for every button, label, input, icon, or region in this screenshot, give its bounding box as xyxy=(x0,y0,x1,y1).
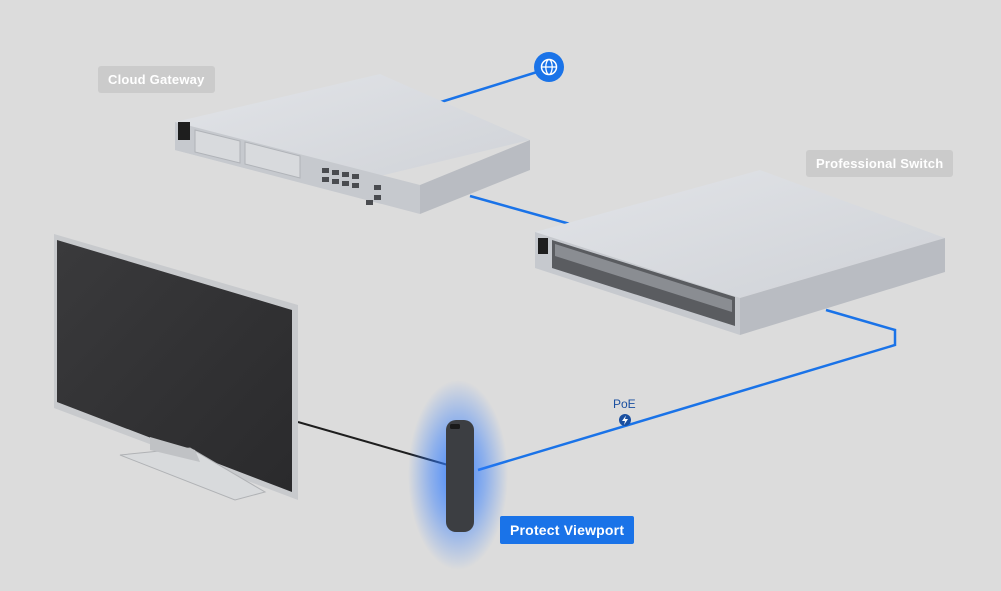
monitor-device xyxy=(54,234,298,501)
protect-viewport-device xyxy=(408,380,508,570)
cloud-gateway-label: Cloud Gateway xyxy=(98,66,215,93)
poe-label: PoE xyxy=(613,397,636,411)
globe-icon xyxy=(534,52,564,82)
protect-viewport-label: Protect Viewport xyxy=(500,516,635,544)
professional-switch-label: Professional Switch xyxy=(806,150,954,177)
internet-link xyxy=(427,66,551,108)
gateway-switch-link xyxy=(469,194,571,226)
power-bolt-icon xyxy=(619,414,631,426)
cloud-gateway-device xyxy=(175,74,530,214)
switch-viewport-poe-link xyxy=(477,308,897,472)
professional-switch-device xyxy=(535,170,945,335)
